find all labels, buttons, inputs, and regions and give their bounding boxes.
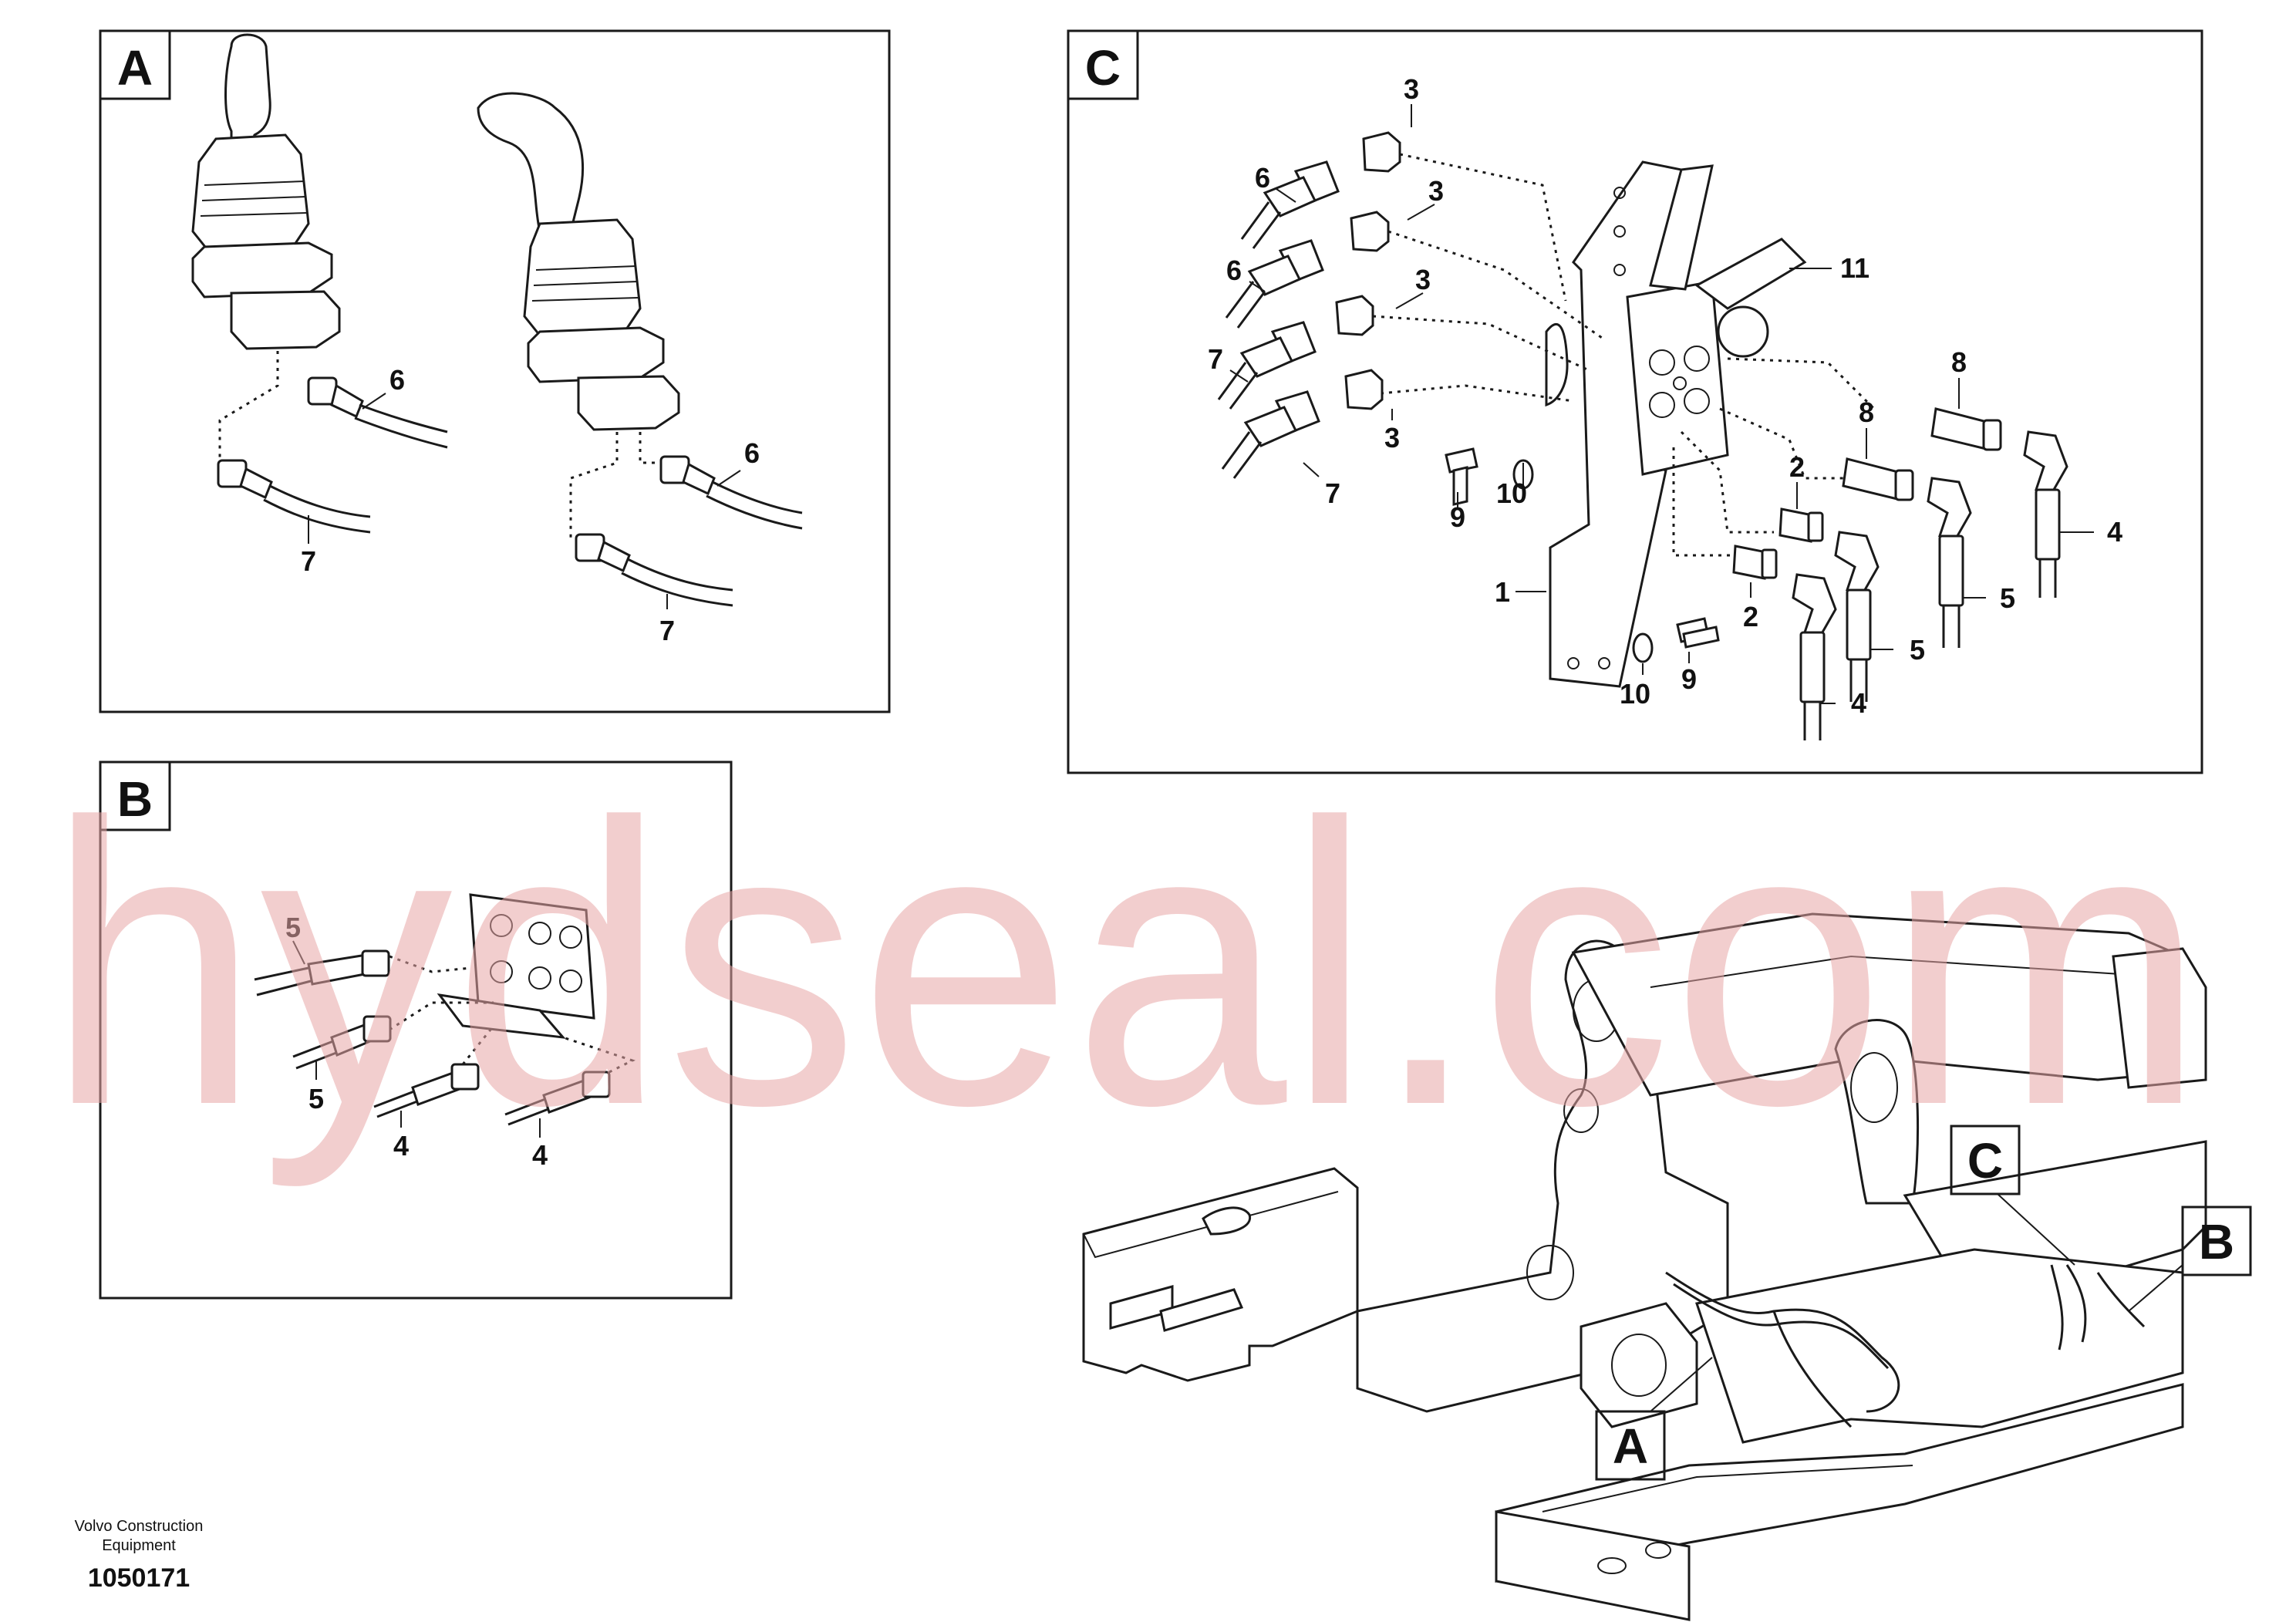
callout-c-7-a: 7: [1208, 343, 1223, 375]
hose-5-upper: [254, 949, 390, 996]
hose-4-right: [504, 1071, 611, 1126]
fitting-8-lower: [1842, 457, 1914, 501]
callout-c-11: 11: [1840, 252, 1870, 284]
bolt-9-lower: [1676, 617, 1720, 649]
hose-6-c2: [1225, 239, 1324, 329]
callout-c-3-c: 3: [1415, 264, 1431, 295]
callout-c-3-a: 3: [1404, 73, 1419, 105]
panel-a-label-box: [99, 29, 171, 100]
panel-c-label-box: [1067, 29, 1139, 100]
overview-marker-a: A: [1595, 1357, 1713, 1481]
callout-a-6-left: 6: [389, 364, 405, 396]
panel-b-label-box: [99, 760, 171, 831]
callout-b-5-lower: 5: [308, 1083, 324, 1114]
hose-5-c-left: [1834, 531, 1880, 702]
callout-c-2-lower: 2: [1743, 601, 1758, 632]
joystick-left-illustration: [191, 33, 341, 350]
panel-b: B: [99, 760, 733, 1300]
callout-c-8-upper: 8: [1951, 346, 1967, 378]
fitting-8-upper: [1930, 407, 2002, 451]
callout-c-9-upper: 9: [1450, 501, 1465, 533]
callout-c-8-lower: 8: [1859, 396, 1874, 428]
joystick-right-illustration: [477, 92, 680, 431]
callout-c-3-b: 3: [1428, 175, 1444, 207]
leader-b4: [562, 1036, 636, 1077]
hose-4-c-left: [1792, 573, 1837, 740]
callout-c-3-d: 3: [1384, 422, 1400, 454]
callout-b-5-upper: 5: [285, 912, 301, 943]
callout-c-2-upper: 2: [1789, 451, 1805, 483]
leader-c4: [1380, 384, 1574, 403]
hose-5-lower: [292, 1015, 392, 1070]
hose-5-c-right: [1927, 477, 1972, 648]
hose-4-c-right: [2023, 430, 2068, 598]
leader-c7: [1680, 430, 1774, 534]
footer-drawing-number: 1050171: [88, 1563, 190, 1593]
leader-c5: [1727, 357, 1876, 410]
leader-c8: [1672, 447, 1735, 557]
leader-b1: [389, 955, 471, 973]
leader-a1: [218, 351, 279, 463]
callout-c-1: 1: [1495, 576, 1510, 608]
panel-c-label: C: [1085, 40, 1121, 96]
panel-b-label: B: [117, 771, 153, 827]
callout-c-6-a: 6: [1255, 162, 1270, 194]
callout-b-4-left: 4: [393, 1130, 409, 1162]
footer-maker-line2: Equipment: [102, 1537, 176, 1554]
footer: Volvo Construction Equipment 1050171: [75, 1518, 204, 1593]
callout-c-10-lower: 10: [1620, 678, 1650, 710]
callout-c-7-b: 7: [1325, 477, 1340, 509]
hose-7-c1: [1217, 321, 1317, 410]
hose-6-left: [307, 376, 448, 449]
callout-b-4-right: 4: [532, 1139, 548, 1171]
svg-text:C: C: [1967, 1133, 2003, 1189]
callout-a-7-right: 7: [659, 615, 675, 646]
panel-a: A: [99, 29, 891, 713]
hose-4-left: [373, 1063, 480, 1118]
panel-a-frame: [99, 29, 891, 713]
callout-c-5-right: 5: [2000, 582, 2015, 614]
panel-b-frame: [99, 760, 733, 1300]
leader-c6: [1719, 407, 1843, 480]
watermark-text: hydseal.com: [46, 740, 2206, 1191]
hose-7-right: [575, 533, 733, 607]
panel-c-frame: [1067, 29, 2203, 774]
overview-machine-frame: [1082, 912, 2207, 1621]
bracket-valve-illustration: [1545, 160, 1807, 688]
callout-c-4-left: 4: [1851, 687, 1866, 719]
hose-7-left: [217, 459, 371, 534]
bolt-9-upper: [1445, 447, 1478, 506]
overview-marker-c: C: [1950, 1125, 2075, 1266]
adapter-3-group: [1335, 131, 1401, 410]
panel-c: C: [1067, 29, 2203, 774]
leader-a3: [569, 432, 619, 540]
callout-a-6-right: 6: [744, 437, 760, 469]
hose-6-c1: [1240, 160, 1340, 249]
callout-c-6-b: 6: [1226, 255, 1242, 286]
callout-c-5-left: 5: [1910, 634, 1925, 666]
panel-a-label: A: [117, 40, 153, 96]
leader-c1: [1399, 153, 1567, 302]
svg-text:B: B: [2199, 1214, 2234, 1270]
overview-marker-b: B: [2128, 1206, 2252, 1312]
washer-10-lower: [1632, 632, 1654, 663]
hose-7-c2: [1221, 390, 1320, 479]
callout-c-9-lower: 9: [1681, 663, 1697, 695]
callout-c-10-upper: 10: [1496, 477, 1527, 509]
leader-c3: [1372, 315, 1590, 372]
hose-6-right: [659, 455, 803, 530]
svg-text:A: A: [1613, 1418, 1648, 1474]
callout-a-7-left: 7: [301, 545, 316, 577]
fitting-2-lower: [1732, 545, 1778, 580]
callout-c-4-right: 4: [2107, 516, 2122, 548]
fitting-2-upper: [1778, 508, 1824, 543]
valve-block-b-illustration: [437, 893, 595, 1039]
footer-maker-line1: Volvo Construction: [75, 1518, 204, 1535]
